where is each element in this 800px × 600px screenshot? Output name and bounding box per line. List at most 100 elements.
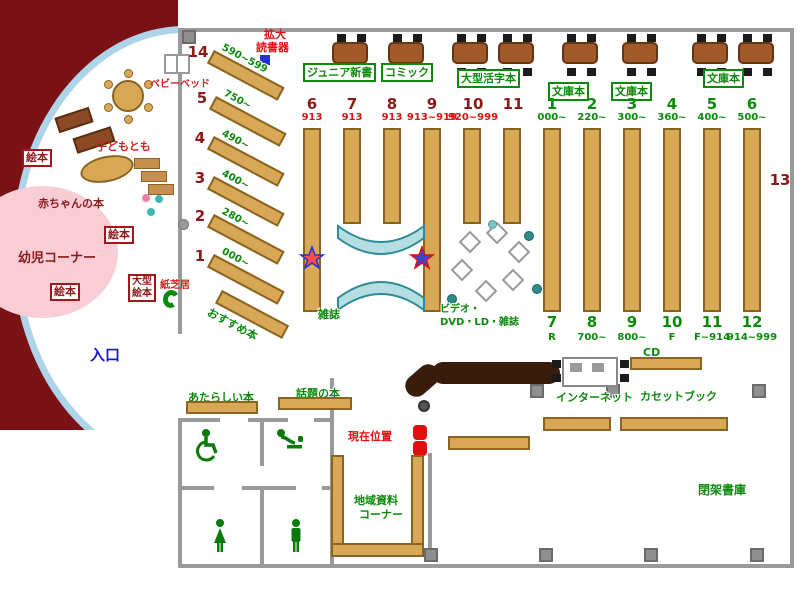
bookstack: [383, 128, 401, 224]
genre-label-bunko: 文庫本: [548, 82, 589, 101]
reading-table: [498, 34, 534, 76]
stack-range: 220~: [577, 112, 607, 123]
study-seat: [474, 279, 498, 303]
chair: [567, 68, 576, 76]
wall-left-lower: [178, 418, 182, 568]
picture-books-label: 絵本: [104, 226, 134, 244]
pillar: [752, 384, 766, 398]
stack-range: 913: [341, 112, 363, 123]
stack-range: 913~919: [406, 112, 458, 123]
kodomo-tomo-label: 子どもとも: [96, 140, 151, 153]
bookstack: [583, 128, 601, 312]
stack-number: 9: [426, 95, 438, 113]
stack-range: 913: [301, 112, 323, 123]
stack-number: 7: [346, 95, 358, 113]
av-label-line1: ビデオ・: [440, 304, 480, 315]
genre-label-bunko: 文庫本: [611, 82, 652, 101]
shelf-number: 3: [194, 169, 206, 187]
bookstack: [663, 128, 681, 312]
stack-number: 10: [661, 313, 683, 331]
chair: [647, 34, 656, 42]
local-shelf-bottom: [331, 543, 424, 557]
seat-dot-teal: [532, 284, 542, 294]
bookstack: [543, 128, 561, 312]
magnifier-device-icon: [260, 55, 270, 65]
baby-bed-label: ベビーベッド: [150, 79, 210, 90]
chair: [552, 374, 561, 382]
kids-chair-dot: [144, 103, 153, 112]
wall-top: [178, 28, 794, 32]
chair: [627, 34, 636, 42]
stack-range: 800~: [617, 332, 647, 343]
magazines-label: 雑誌: [318, 308, 340, 321]
chair: [697, 68, 706, 76]
stack-number: 7: [546, 313, 558, 331]
stack-number: 2: [586, 95, 598, 113]
stack-range: 000~: [537, 112, 567, 123]
stool-dot-gray: [178, 219, 189, 230]
bookstack: [623, 128, 641, 312]
pillar-round: [418, 400, 430, 412]
baby-bed-divider: [176, 56, 178, 72]
stack-number: 8: [586, 313, 598, 331]
seat-dot-teal: [447, 294, 457, 304]
seat-dot-teal: [488, 220, 497, 229]
star-marker-red: [298, 244, 326, 270]
wall-left-upper: [178, 28, 182, 334]
chair: [523, 34, 532, 42]
stack-number: 12: [741, 313, 763, 331]
chair: [587, 34, 596, 42]
stack-range: 914~999: [726, 332, 778, 343]
current-location-marker: [413, 441, 427, 456]
bookstack: [343, 128, 361, 224]
local-shelf-left: [331, 455, 344, 545]
kamishibai-label: 紙芝居: [160, 280, 190, 291]
bookstack: [703, 128, 721, 312]
bookstack: [743, 128, 761, 312]
chair: [503, 34, 512, 42]
cd-shelf: [630, 357, 702, 370]
new-books-label: あたらしい本: [188, 391, 254, 404]
kids-step: [134, 158, 160, 169]
reading-table: [562, 34, 598, 76]
stack-number: 5: [706, 95, 718, 113]
service-counter: [432, 362, 560, 384]
stack-range: 300~: [617, 112, 647, 123]
local-corner-label-line1: 地域資料: [354, 494, 398, 507]
chair: [763, 34, 772, 42]
kids-step: [141, 171, 167, 182]
kids-chair-dot: [104, 103, 113, 112]
stack-number: 8: [386, 95, 398, 113]
study-seat: [458, 230, 482, 254]
baby-books-label: 赤ちゃんの本: [38, 197, 104, 210]
shelf-range: 490~: [219, 128, 251, 152]
stack-range: F: [668, 332, 676, 343]
shelf-range: 750~: [221, 88, 253, 112]
stack-range: F~914: [693, 332, 731, 343]
pillar: [182, 30, 196, 44]
cassette-shelf: [620, 417, 728, 431]
seat-dot-teal: [524, 231, 534, 241]
cd-label: CD: [643, 346, 661, 359]
stack-number: 4: [666, 95, 678, 113]
large-picture-books-line1: 大型: [132, 276, 152, 287]
chair: [620, 374, 629, 382]
av-label-line2: DVD・LD・雑誌: [440, 317, 520, 328]
stool-dot-teal: [155, 195, 163, 203]
current-location-marker: [413, 425, 427, 440]
kids-step: [148, 184, 174, 195]
internet-pc: [592, 363, 604, 372]
toilet-wall: [242, 486, 296, 490]
internet-pc: [570, 363, 582, 372]
stack-range: 700~: [577, 332, 607, 343]
chair: [552, 360, 561, 368]
stack-number: 6: [306, 95, 318, 113]
stool-dot-teal: [147, 208, 155, 216]
reading-table: [332, 34, 368, 76]
entrance-label: 入口: [90, 346, 121, 364]
chair: [357, 34, 366, 42]
genre-label-comic: コミック: [381, 63, 433, 82]
chair: [627, 68, 636, 76]
bookstack: [303, 128, 321, 312]
